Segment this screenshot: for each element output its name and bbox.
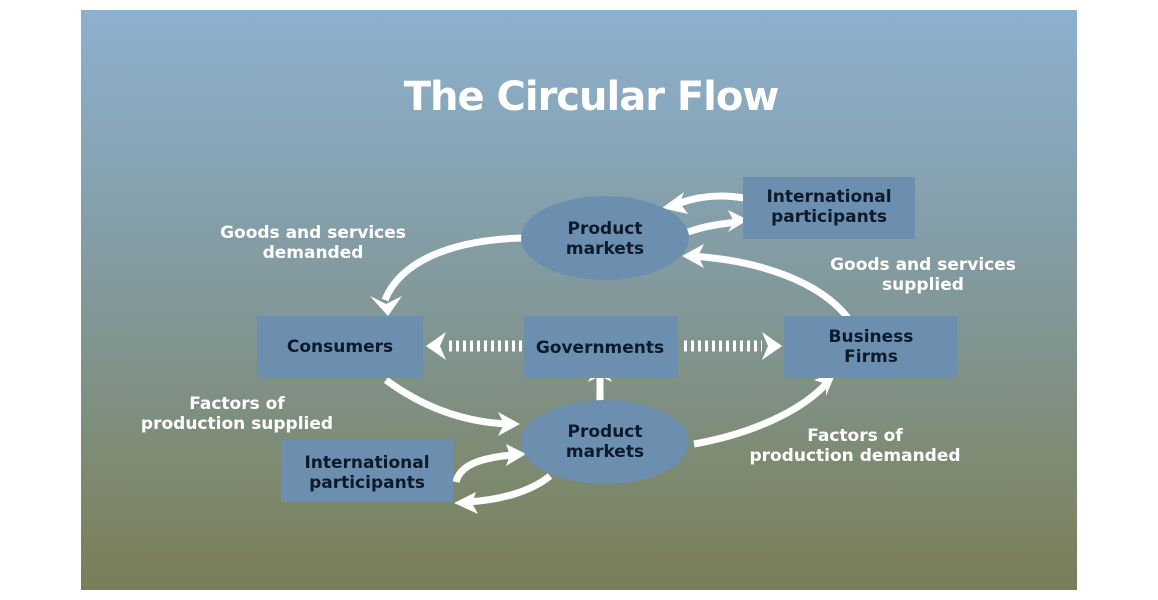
svg-text:Governments: Governments xyxy=(536,338,664,358)
arrow-intl-bottom-import xyxy=(452,451,513,484)
svg-text:participants: participants xyxy=(309,473,425,493)
svg-text:markets: markets xyxy=(566,239,644,259)
svg-text:production supplied: production supplied xyxy=(141,414,333,434)
svg-text:production demanded: production demanded xyxy=(749,446,960,466)
node-business-firms: Business Firms xyxy=(784,316,957,378)
arrow-goods-supplied xyxy=(689,252,851,321)
svg-text:Goods and services: Goods and services xyxy=(830,255,1016,275)
node-international-top: International participants xyxy=(743,177,915,239)
diagram-title: The Circular Flow xyxy=(404,74,779,120)
node-consumers: Consumers xyxy=(257,316,423,378)
svg-text:International: International xyxy=(766,187,891,207)
arrow-factors-demanded xyxy=(693,381,829,448)
arrow-intl-bottom-export xyxy=(467,473,553,506)
svg-text:supplied: supplied xyxy=(882,275,964,295)
node-product-markets-bottom: Product markets xyxy=(521,400,689,484)
arrow-goods-demanded xyxy=(381,234,523,302)
svg-text:participants: participants xyxy=(771,207,887,227)
svg-text:Product: Product xyxy=(568,219,643,239)
node-governments: Governments xyxy=(524,316,678,378)
arrow-goods-supplied-head xyxy=(682,244,704,268)
arrow-intl-bottom-import-head xyxy=(506,444,526,466)
svg-text:Factors of: Factors of xyxy=(807,426,903,446)
arrow-intl-top-import-head xyxy=(662,192,688,214)
label-goods-supplied: Goods and services supplied xyxy=(830,255,1016,295)
svg-text:Consumers: Consumers xyxy=(287,337,393,357)
arrow-intl-top-export-head xyxy=(728,210,748,232)
arrow-factors-supplied-head xyxy=(498,412,520,436)
svg-text:Firms: Firms xyxy=(844,347,898,367)
svg-text:markets: markets xyxy=(566,442,644,462)
arrow-intl-top-import xyxy=(678,192,745,207)
arrow-intl-bottom-export-head xyxy=(454,492,478,514)
arrow-gov-to-firms-head xyxy=(762,332,782,360)
svg-text:Business: Business xyxy=(829,327,914,347)
arrow-gov-to-consumers-head xyxy=(426,332,446,360)
svg-text:Product: Product xyxy=(568,422,643,442)
arrow-goods-demanded-head xyxy=(370,296,402,316)
label-factors-demanded: Factors of production demanded xyxy=(749,426,960,466)
svg-text:Factors of: Factors of xyxy=(189,394,285,414)
svg-text:demanded: demanded xyxy=(263,243,364,263)
node-international-bottom: International participants xyxy=(281,440,453,502)
label-factors-supplied: Factors of production supplied xyxy=(141,394,333,434)
node-product-markets-top: Product markets xyxy=(521,196,689,280)
arrow-intl-top-export xyxy=(686,218,739,236)
label-goods-demanded: Goods and services demanded xyxy=(220,223,406,263)
arrow-factors-supplied xyxy=(383,377,509,428)
diagram-background xyxy=(81,10,1077,590)
svg-text:International: International xyxy=(304,453,429,473)
svg-text:Goods and services: Goods and services xyxy=(220,223,406,243)
